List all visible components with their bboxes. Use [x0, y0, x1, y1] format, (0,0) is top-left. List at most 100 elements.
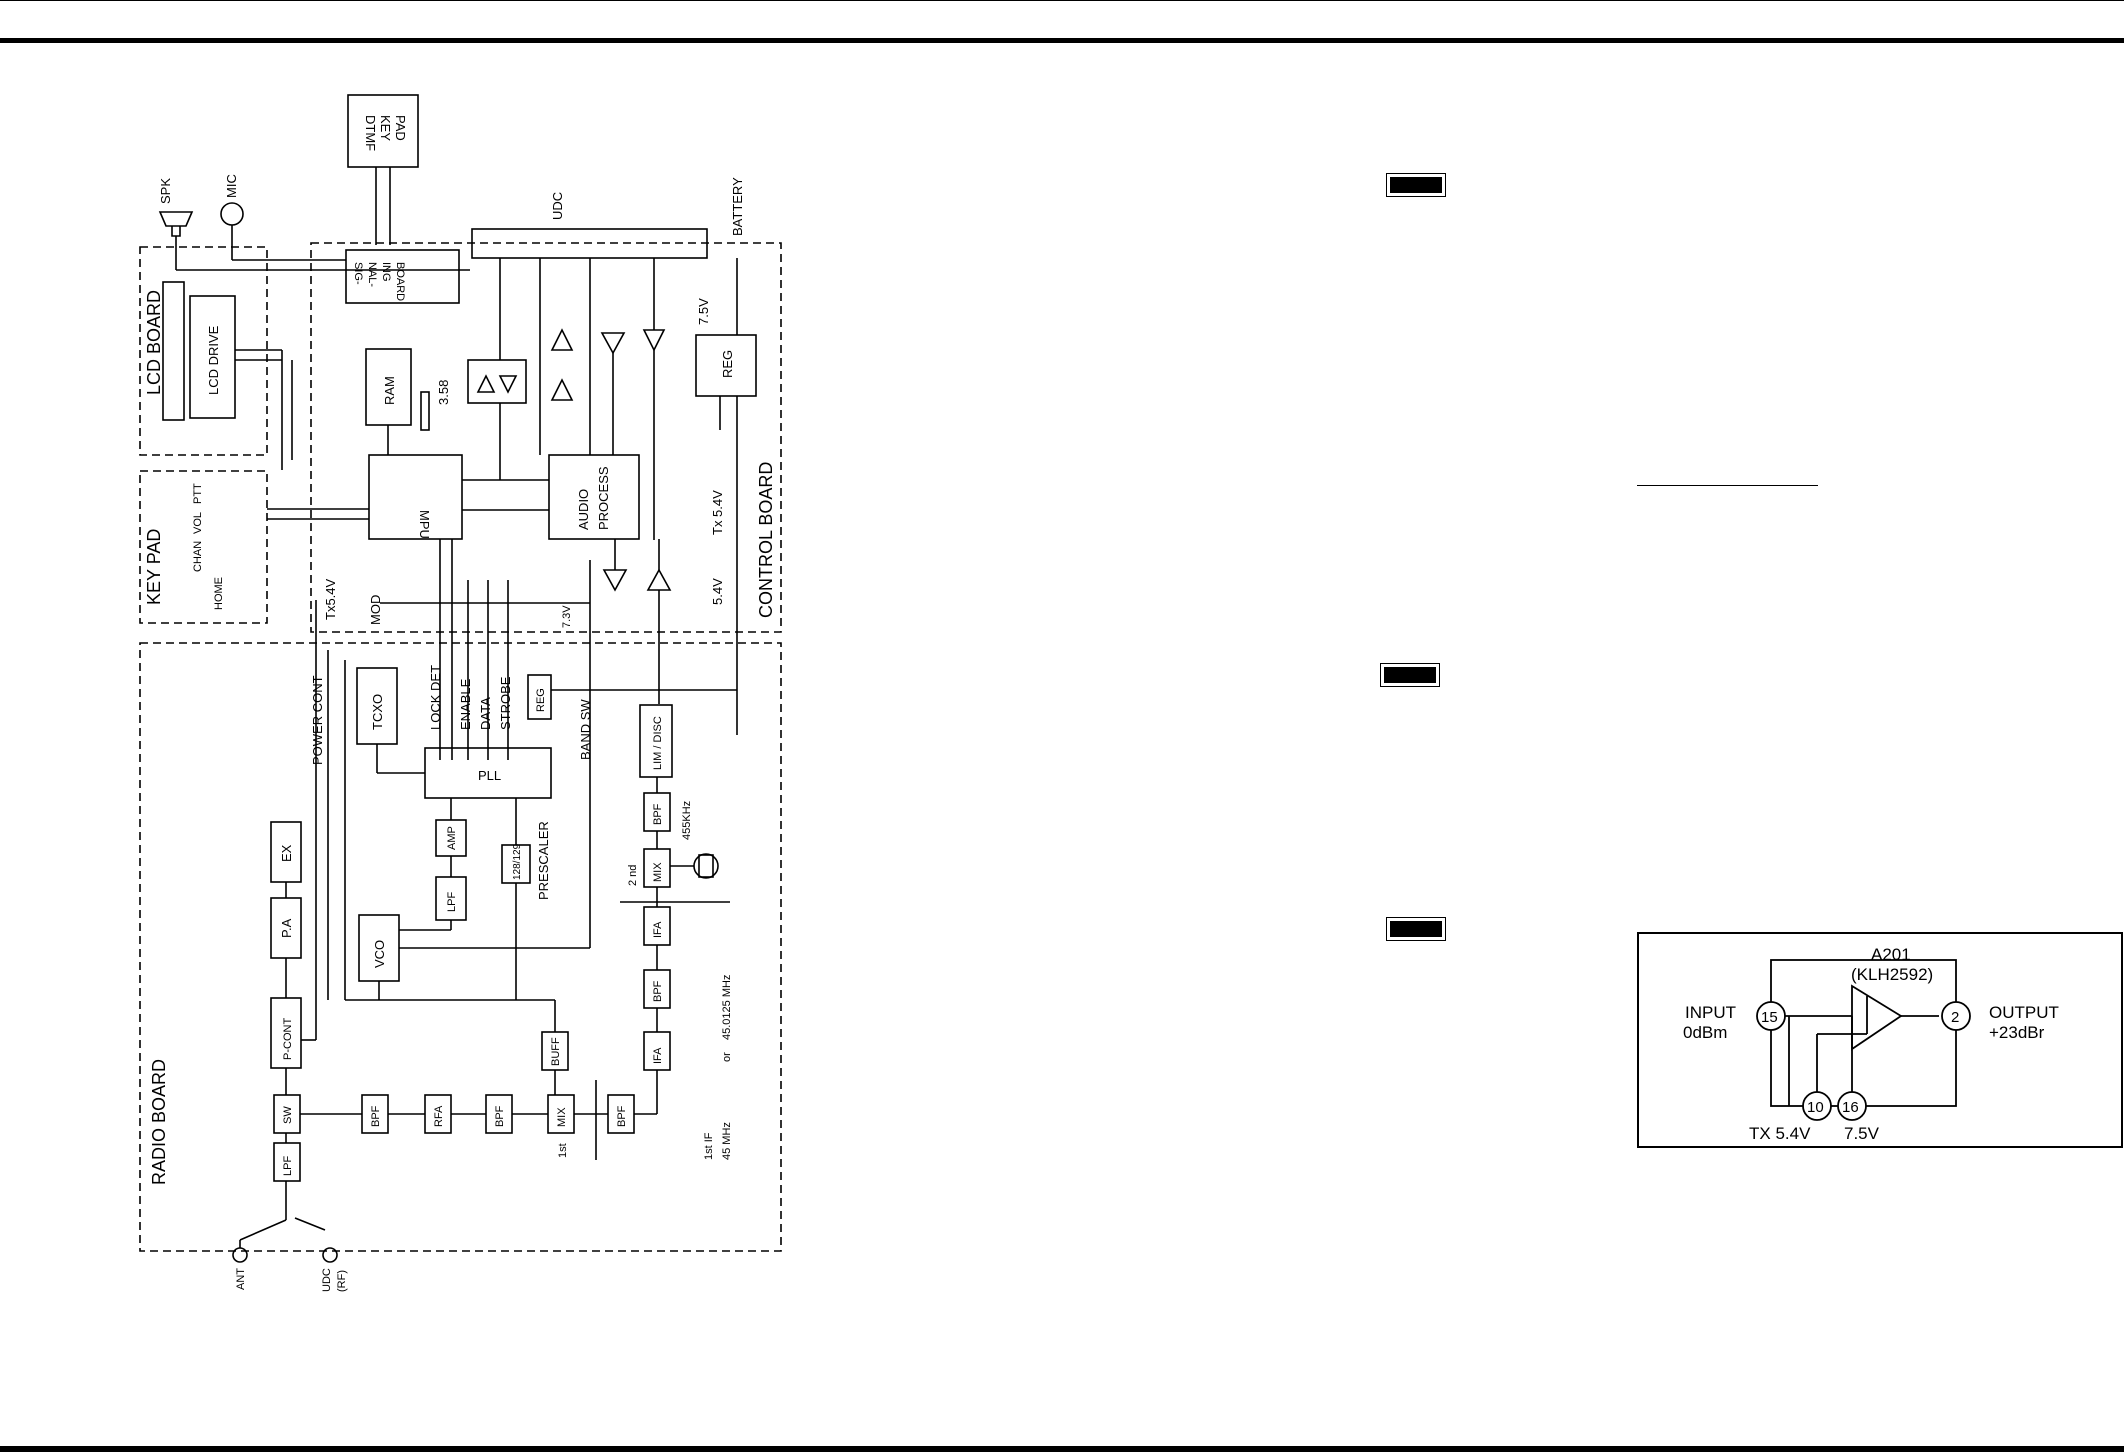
data-label: DATA: [478, 697, 493, 730]
top-rule: [0, 38, 2124, 43]
prescaler-ratio-label: 128/129: [512, 843, 523, 880]
ant-label: ANT: [235, 1268, 247, 1290]
marker-chip-1: [1386, 173, 1446, 197]
amp-name: A201: [1871, 945, 1911, 964]
prescaler-label: PRESCALER: [536, 821, 551, 900]
lcd-drive-box: [189, 295, 236, 419]
pcont-label: P-CONT: [282, 1018, 294, 1060]
v75-top-label: 7.5V: [696, 298, 711, 325]
enable-label: ENABLE: [458, 678, 473, 730]
control-board-outline: [310, 242, 782, 633]
mod-label: MOD: [368, 595, 383, 625]
bottom-rule: [0, 1446, 2124, 1452]
udc-label: UDC: [550, 192, 565, 220]
pin-15-circle: [1756, 1001, 1786, 1031]
mpu-box: [368, 454, 463, 540]
speaker-icon: [158, 211, 194, 237]
ex-label: EX: [279, 844, 294, 862]
dtmf-keypad-box: [347, 94, 419, 168]
pin-16-circle: [1837, 1091, 1867, 1121]
vol-label: VOL: [192, 512, 204, 534]
lim-disc-label: LIM / DISC: [652, 716, 664, 770]
v54-right-label: 5.4V: [710, 578, 725, 605]
bpf-if-label: BPF: [652, 980, 664, 1002]
mhz45-label: 45 MHz: [721, 1122, 733, 1160]
mix-2nd-label: MIX: [652, 862, 664, 882]
keypad-label: KEY PAD: [144, 529, 164, 605]
reg-top-box: [695, 334, 757, 397]
power-cont-label: POWER CONT: [310, 675, 325, 765]
mpu-label: MPU: [417, 510, 432, 539]
buff-label: BUFF: [550, 1037, 562, 1066]
amplifier-diagram: A201 (KLH2592) INPUT 0dBm OUTPUT +23dBr …: [1683, 945, 2059, 1143]
pa-label: P.A: [279, 918, 294, 938]
signaling-label-2: NAL-: [366, 262, 378, 287]
crystal-455: [698, 854, 714, 878]
crystal-358: [420, 391, 430, 431]
lcd-panel: [162, 281, 185, 421]
sw-label: SW: [282, 1106, 294, 1124]
dtmf-label-3: PAD: [393, 115, 408, 141]
radio-board-label: RADIO BOARD: [149, 1059, 169, 1185]
marker-chip-2: [1380, 663, 1440, 687]
ifa-bottom-label: IFA: [652, 1047, 664, 1064]
band-sw-label: BAND SW: [578, 699, 593, 760]
ram-label: RAM: [382, 376, 397, 405]
lcd-board-outline: [139, 246, 268, 456]
amp-label: AMP: [446, 826, 458, 850]
amplifier-box: A201 (KLH2592) INPUT 0dBm OUTPUT +23dBr …: [1637, 932, 2123, 1148]
mix-1st-label: MIX: [556, 1107, 568, 1127]
amp-part: (KLH2592): [1851, 965, 1933, 984]
ifa-top-label: IFA: [652, 921, 664, 938]
pin-15: 15: [1761, 1009, 1778, 1026]
lpf-pll-label: LPF: [446, 892, 458, 912]
underline-rule: [1637, 485, 1818, 486]
spk-label: SPK: [158, 178, 173, 204]
pin-2: 2: [1951, 1009, 1959, 1026]
pll-label: PLL: [478, 768, 501, 783]
bpf1-label: BPF: [370, 1105, 382, 1127]
control-board-label: CONTROL BOARD: [756, 462, 776, 618]
audio-label-2: PROCESS: [596, 466, 611, 530]
pin-10: 10: [1807, 1099, 1824, 1116]
reg-mid-box: [527, 674, 552, 720]
tx54-left-label: Tx5.4V: [323, 578, 338, 620]
bpf3-label: BPF: [616, 1105, 628, 1127]
lcd-drive-label: LCD DRIVE: [206, 325, 221, 395]
battery-label: BATTERY: [730, 177, 745, 236]
signaling-label-1: SIG-: [352, 262, 364, 285]
input-level: 0dBm: [1683, 1023, 1727, 1042]
audio-process-box: [548, 454, 640, 540]
udc-rf-connector: [322, 1247, 338, 1263]
rfa-label: RFA: [433, 1105, 445, 1127]
pin-16: 16: [1842, 1099, 1859, 1116]
chan-label: CHAN: [192, 541, 204, 572]
second-label: 2 nd: [627, 865, 639, 886]
lcd-board-label: LCD BOARD: [144, 290, 164, 395]
udc-rf-label-1: UDC: [321, 1268, 333, 1292]
signaling-label-3: ING: [380, 262, 392, 282]
lpf-ant-label: LPF: [282, 1156, 294, 1176]
audio-label-1: AUDIO: [576, 489, 591, 530]
khz-455-label: 455KHz: [681, 801, 693, 840]
v75-label: 7.5V: [1844, 1124, 1880, 1143]
pin-2-circle: [1941, 1001, 1971, 1031]
pin-10-circle: [1802, 1091, 1832, 1121]
output-label: OUTPUT: [1989, 1003, 2059, 1022]
keypad-board-outline: [139, 470, 268, 624]
mhz-label: 45.0125 MHz: [721, 975, 733, 1040]
first-if-label: 1st IF: [703, 1132, 715, 1160]
vco-label: VCO: [372, 940, 387, 968]
block-diagram: DTMF KEY PAD SPK MIC UDC BATTERY LCD BOA…: [139, 94, 782, 1292]
top-thin-rule: [0, 0, 2124, 1]
marker-chip-3: [1386, 917, 1446, 941]
lock-det-label: LOCK DET: [428, 665, 443, 730]
radio-board-outline: [139, 642, 782, 1252]
bpf2-label: BPF: [494, 1105, 506, 1127]
ptt-label: PTT: [192, 483, 204, 504]
mic-label: MIC: [224, 174, 239, 198]
v73-label: 7.3V: [561, 605, 573, 628]
or-label: or: [721, 1052, 733, 1062]
tcxo-label: TCXO: [370, 694, 385, 730]
osc-358-label: 3.58: [436, 380, 451, 405]
